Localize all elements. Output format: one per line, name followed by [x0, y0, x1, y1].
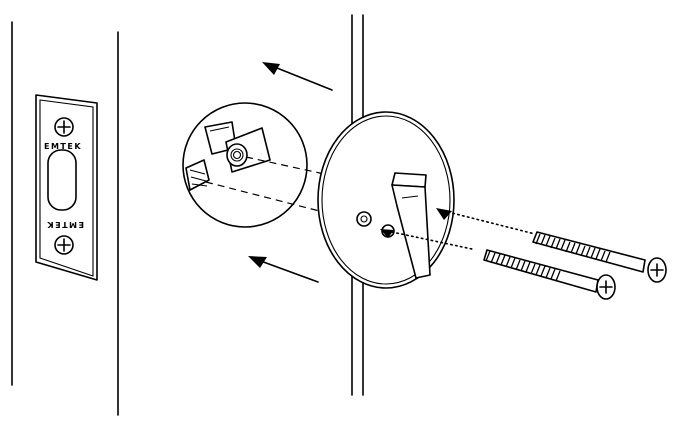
plate-screw-top-icon	[54, 117, 74, 137]
thumbturn-icon	[391, 172, 431, 279]
mounting-screw-2	[483, 249, 616, 300]
rosette-plate	[317, 111, 455, 289]
arrow-icon-bottom	[248, 256, 319, 283]
align-arrowhead-top	[436, 208, 452, 220]
screw-hole-top	[356, 211, 372, 227]
detail-magnifier	[182, 102, 353, 228]
arrow-icon-top	[262, 62, 333, 91]
strike-plate-brand-bottom: EMTEK	[46, 220, 84, 229]
mounting-screw-1	[532, 231, 667, 283]
strike-plate: EMTEK EMTEK	[35, 94, 98, 281]
align-arrowhead-bottom	[380, 229, 394, 238]
strike-plate-brand-top: EMTEK	[44, 142, 82, 151]
plate-screw-bottom-icon	[54, 235, 74, 255]
door-jamb	[11, 21, 119, 416]
